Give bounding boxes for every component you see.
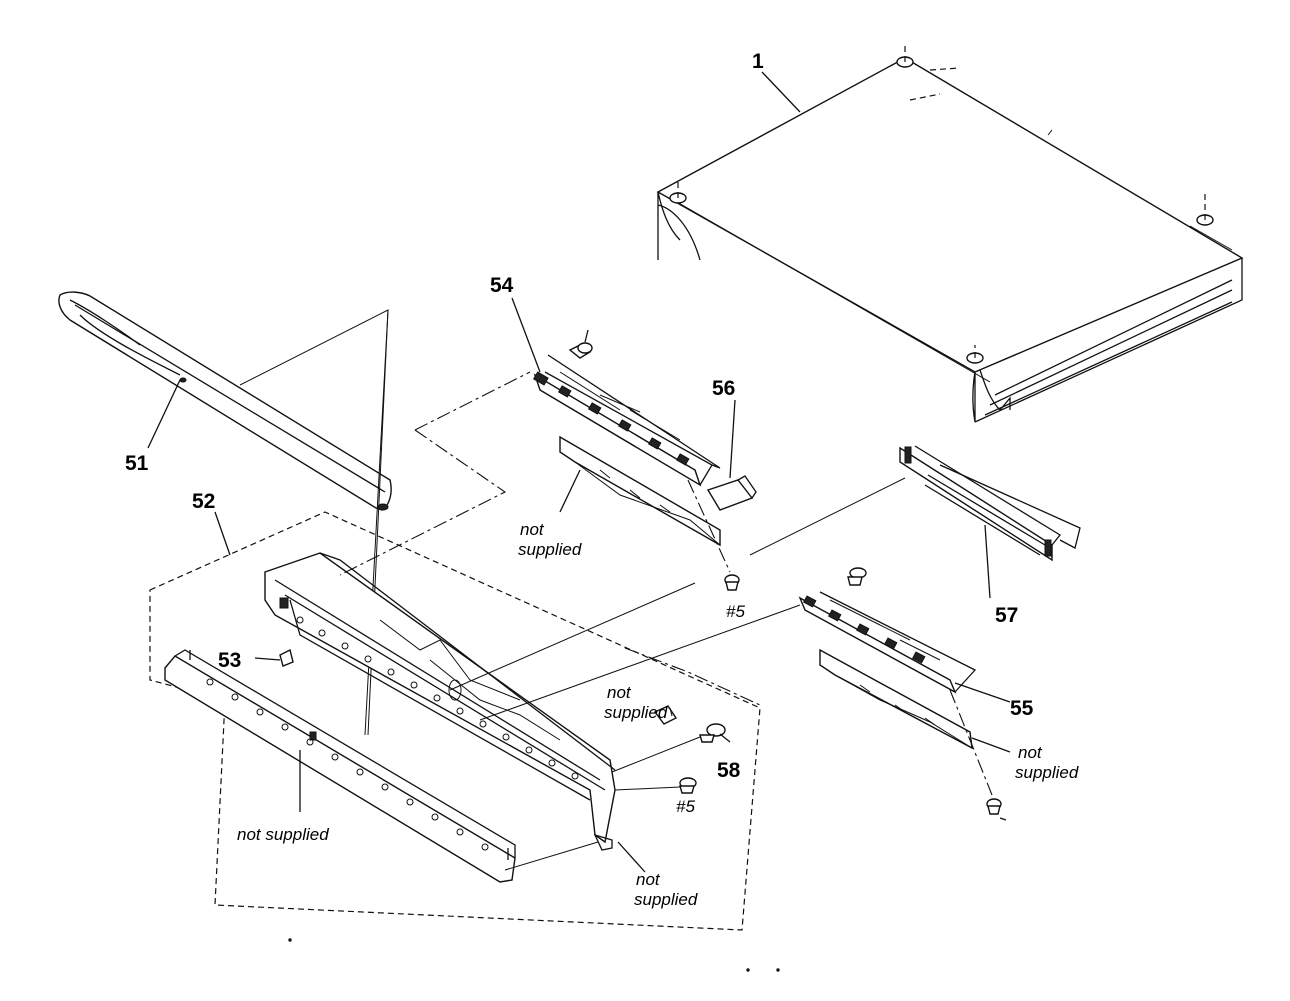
leader-58 — [719, 733, 731, 743]
bracket-not-supplied-upper — [559, 435, 721, 547]
note-not-supplied-1b: supplied — [518, 540, 582, 559]
assembly-52-boundary — [149, 511, 761, 931]
align-54-a — [414, 371, 531, 431]
screw-axis-54 — [687, 479, 731, 573]
screw-align-lower — [614, 786, 681, 791]
label-part-54: 54 — [490, 274, 514, 297]
stray-mark — [746, 968, 750, 972]
stray-mark — [288, 938, 292, 942]
leader-not-supplied-2 — [971, 737, 1011, 753]
leader-55 — [954, 682, 1011, 703]
note-not-supplied-3b: supplied — [604, 703, 668, 722]
label-screw-5-b: #5 — [676, 797, 695, 816]
note-not-supplied-5: not supplied — [237, 825, 329, 844]
rail-align-line — [504, 841, 599, 871]
label-part-57: 57 — [995, 604, 1018, 627]
label-part-51: 51 — [125, 452, 149, 475]
label-part-1: 1 — [752, 50, 764, 73]
label-part-58: 58 — [717, 759, 741, 782]
tab-not-supplied — [653, 705, 678, 725]
label-part-56: 56 — [712, 377, 735, 400]
align-54-b — [339, 429, 507, 576]
align-panel-upper — [449, 582, 696, 691]
front-panel-holes — [296, 616, 579, 780]
top-cover — [656, 45, 1244, 423]
leader-54 — [511, 297, 541, 373]
front-trim-strip — [58, 291, 392, 511]
align-line-51 — [239, 309, 389, 736]
leader-56 — [729, 399, 736, 479]
align-panel-55 — [479, 604, 801, 721]
note-not-supplied-4a: not — [636, 870, 661, 889]
note-not-supplied-4b: supplied — [634, 890, 698, 909]
screw-58 — [699, 723, 726, 743]
leader-not-supplied-4 — [617, 841, 646, 873]
leader-52 — [214, 511, 231, 556]
screw-bottom-55 — [986, 798, 1007, 821]
front-panel-frame — [264, 552, 616, 851]
label-screw-5-a: #5 — [726, 602, 745, 621]
note-not-supplied-2b: supplied — [1015, 763, 1079, 782]
front-rail-not-supplied — [164, 649, 516, 883]
connector-56 — [706, 475, 757, 511]
screw-5-upper — [724, 574, 740, 591]
part-53-clip — [279, 648, 294, 667]
label-part-55: 55 — [1010, 697, 1034, 720]
screw-align-58 — [611, 736, 701, 773]
screw-axis-55 — [949, 689, 993, 796]
screw-5-lower — [679, 777, 697, 794]
leader-not-supplied-1 — [559, 469, 581, 513]
leader-51 — [147, 379, 181, 449]
leader-57 — [984, 524, 991, 599]
label-part-53: 53 — [218, 649, 241, 672]
note-not-supplied-1a: not — [520, 520, 545, 539]
leader-53 — [254, 657, 281, 661]
note-not-supplied-3a: not — [607, 683, 632, 702]
screw-top-55 — [847, 567, 867, 586]
side-board-57 — [899, 445, 1081, 562]
stray-mark — [776, 968, 780, 972]
label-part-52: 52 — [192, 490, 215, 513]
note-not-supplied-2a: not — [1018, 743, 1043, 762]
bracket-not-supplied-lower — [819, 648, 973, 750]
switch-board-upper — [532, 354, 721, 487]
screw-top-54 — [568, 329, 593, 359]
leader-1 — [761, 71, 801, 113]
switch-board-lower — [798, 591, 977, 694]
align-panel-right — [624, 647, 761, 706]
align-line-57 — [749, 477, 906, 556]
